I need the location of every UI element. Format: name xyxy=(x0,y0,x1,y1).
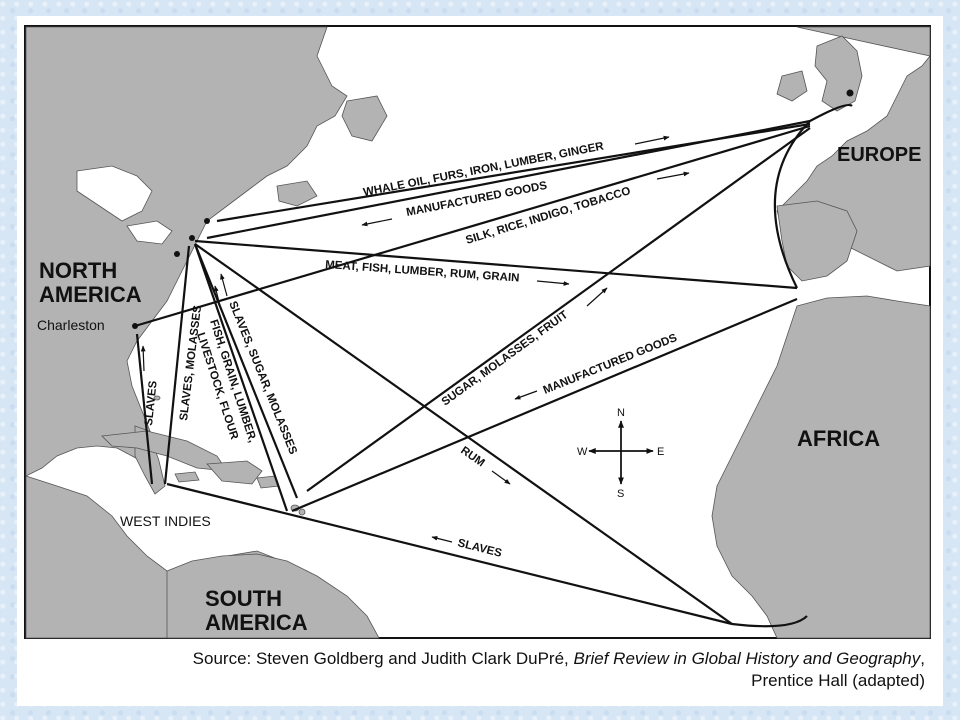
map-frame: NORTH AMERICA Charleston EUROPE AFRICA W… xyxy=(17,16,943,706)
source-caption: Source: Steven Goldberg and Judith Clark… xyxy=(35,648,925,692)
compass-w: W xyxy=(577,446,588,458)
jamaica xyxy=(174,471,200,483)
compass-e: E xyxy=(657,446,664,458)
route-slaves-middle xyxy=(166,482,733,626)
compass-n: N xyxy=(617,407,625,419)
label-charleston: Charleston xyxy=(37,317,105,333)
london-dot xyxy=(846,89,854,97)
source-prefix: Source: Steven Goldberg and Judith Clark… xyxy=(192,649,574,668)
route-manufactured-goods-africa xyxy=(291,297,798,513)
route-fish-grain xyxy=(193,243,289,512)
route-rum xyxy=(194,243,733,625)
source-title: Brief Review in Global History and Geogr… xyxy=(573,649,921,668)
label-west-indies: WEST INDIES xyxy=(120,513,211,529)
route-slaves-sugar xyxy=(193,243,299,499)
route-slaves-molasses xyxy=(163,245,191,485)
compass-s: S xyxy=(617,488,624,500)
route-manufactured-goods-north xyxy=(216,122,811,223)
iberia xyxy=(776,200,858,282)
label-south-america: AMERICA xyxy=(205,610,308,635)
route-meat-fish xyxy=(194,239,798,290)
route-europe-coast xyxy=(809,103,853,122)
source-suffix: , xyxy=(920,649,925,668)
route-europe-loop xyxy=(773,120,811,289)
label-south: SOUTH xyxy=(205,586,282,611)
newfoundland xyxy=(341,95,388,142)
source-publisher: Prentice Hall (adapted) xyxy=(751,671,925,690)
label-america: AMERICA xyxy=(39,282,142,307)
charleston-dot xyxy=(132,323,138,329)
north-america-landmass xyxy=(25,26,348,477)
africa-landmass xyxy=(711,295,931,639)
compass-rose: N S E W xyxy=(577,407,664,500)
hispaniola xyxy=(206,460,263,485)
new-york-dot xyxy=(189,235,195,241)
philadelphia-dot xyxy=(174,251,180,257)
label-europe: EUROPE xyxy=(837,144,921,166)
label-north: NORTH xyxy=(39,258,117,283)
trade-routes xyxy=(134,103,853,628)
route-sugar-molasses-fruit xyxy=(306,127,811,492)
south-america-landmass xyxy=(166,553,380,639)
trade-label-slaves-charleston: SLAVES xyxy=(143,380,160,426)
triangular-trade-map: NORTH AMERICA Charleston EUROPE AFRICA W… xyxy=(24,25,931,639)
great-lakes xyxy=(76,165,153,222)
label-africa: AFRICA xyxy=(797,426,880,451)
route-silk-rice xyxy=(134,124,811,328)
route-africa-loop xyxy=(731,615,808,628)
boston-dot xyxy=(204,218,210,224)
route-charleston-slaves xyxy=(135,333,154,485)
